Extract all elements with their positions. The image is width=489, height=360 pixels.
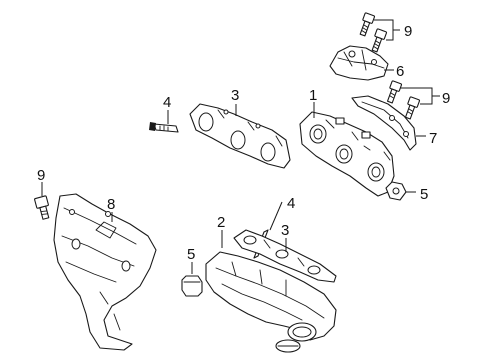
callout-3-upper: 3 [231,87,239,104]
heat-shield-upper[interactable] [329,45,389,81]
callout-7: 7 [429,130,437,147]
callout-5-right: 5 [420,186,428,203]
callout-3-lower: 3 [281,222,289,239]
callout-9-right: 9 [442,90,450,107]
nut-right[interactable] [385,181,407,201]
callout-8: 8 [107,196,115,213]
nut-lower[interactable] [181,275,203,297]
callout-9-left: 9 [37,167,45,184]
stud-upper[interactable] [149,122,179,133]
manifold-gasket-upper[interactable] [189,103,291,169]
exhaust-manifold-lower[interactable] [205,251,337,353]
callout-5-lower: 5 [187,246,195,263]
bolt-left[interactable] [34,195,51,220]
callout-4-lower: 4 [287,195,295,212]
leader-4-lower [269,201,283,231]
manifold-gasket-lower[interactable] [233,229,337,283]
leader-9-top [374,19,400,41]
callout-9-top: 9 [404,23,412,40]
callout-4-upper: 4 [163,94,171,111]
bolt-top-pair[interactable] [358,12,388,53]
callout-2: 2 [217,214,225,231]
exhaust-manifold-upper[interactable] [299,111,395,197]
heat-shield-left[interactable] [53,193,157,351]
leader-9-right [400,87,440,105]
heat-shield-lower[interactable] [351,95,417,151]
callout-1: 1 [309,87,317,104]
callout-6: 6 [396,63,404,80]
